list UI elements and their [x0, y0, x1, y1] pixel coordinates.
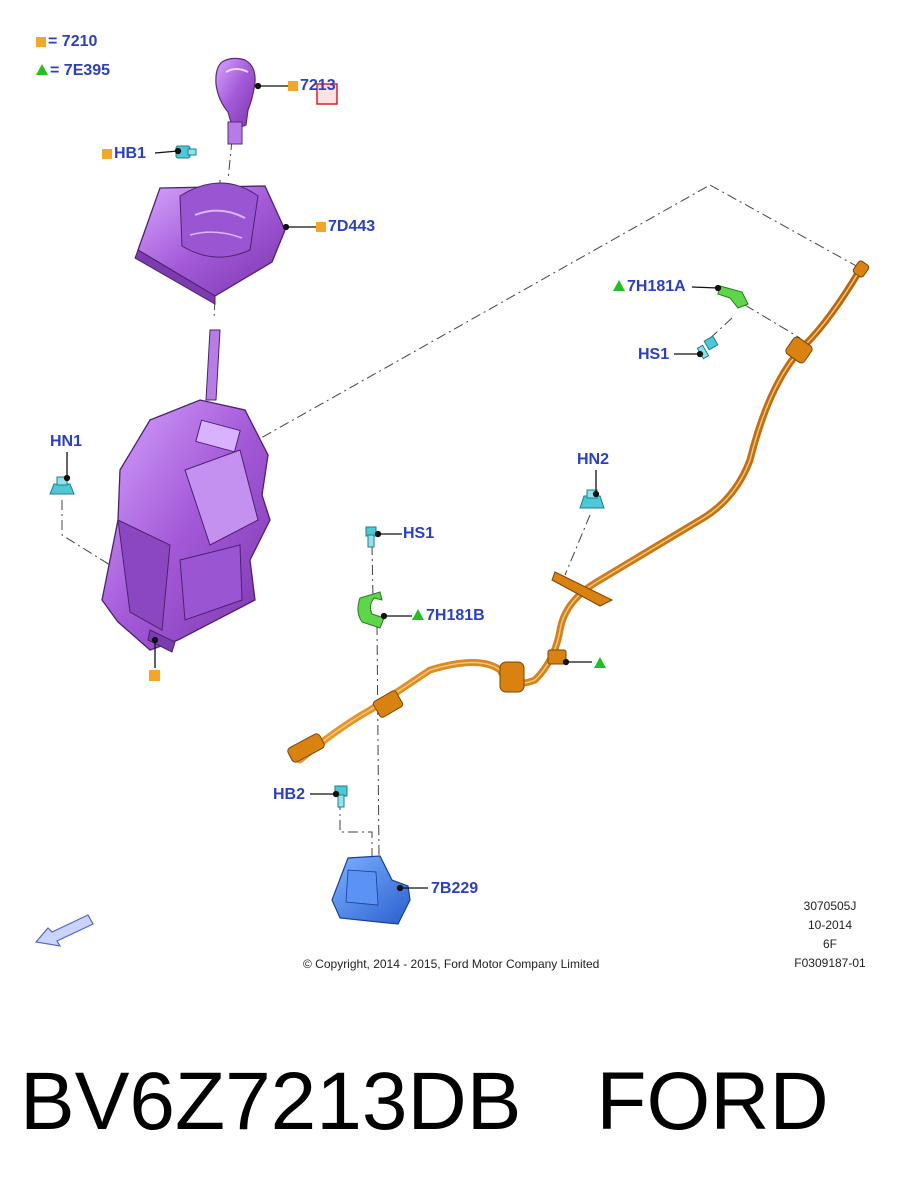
- legend-triangle-text: = 7E395: [50, 62, 111, 79]
- callout-7213[interactable]: 7213: [288, 77, 336, 95]
- diagram-meta: 3070505J 10-2014 6F F0309187-01: [790, 897, 870, 973]
- green-triangle-icon: [36, 64, 48, 75]
- callout-hs1-right[interactable]: HS1: [638, 346, 669, 364]
- legend-square-text: = 7210: [48, 33, 98, 50]
- callout-7h181a[interactable]: 7H181A: [613, 278, 686, 296]
- orange-square-icon: [149, 670, 160, 681]
- meta-line: 6F: [822, 937, 837, 951]
- callout-7d443[interactable]: 7D443: [316, 218, 375, 236]
- screw-hs1-right: [696, 335, 719, 360]
- meta-line: 10-2014: [807, 918, 853, 932]
- nut-hn1: [49, 476, 75, 495]
- callout-7213-label: 7213: [300, 77, 336, 94]
- highlight-box: [316, 83, 338, 105]
- clip-7h181b: [357, 591, 385, 629]
- meta-line: F0309187-01: [794, 956, 866, 970]
- cable-fittings: [287, 260, 870, 763]
- green-triangle-icon: [613, 280, 625, 291]
- legend-triangle-row: = 7E395: [36, 62, 110, 80]
- callout-hs1-center-label: HS1: [403, 525, 435, 542]
- callout-hn2[interactable]: HN2: [577, 451, 609, 469]
- green-triangle-icon: [594, 657, 606, 668]
- callout-hs1-right-label: HS1: [638, 346, 670, 363]
- callout-7b229[interactable]: 7B229: [431, 880, 478, 898]
- shift-boot: [134, 182, 286, 305]
- shift-knob: [215, 57, 256, 145]
- exploded-parts-diagram: [34, 57, 870, 947]
- direction-arrow-icon: [34, 914, 94, 947]
- callout-7b229-label: 7B229: [431, 880, 479, 897]
- screw-hs1-center: [365, 526, 377, 548]
- shift-cable: [296, 266, 864, 764]
- callout-hn2-label: HN2: [577, 451, 610, 468]
- orange-square-icon: [288, 81, 298, 91]
- nut-hn2: [579, 489, 605, 509]
- callout-hn1-label: HN1: [50, 433, 83, 450]
- orange-square-icon: [36, 37, 46, 47]
- callout-7h181b[interactable]: 7H181B: [412, 607, 485, 625]
- callout-hs1-center[interactable]: HS1: [403, 525, 434, 543]
- bolt-hb2: [334, 785, 348, 808]
- bracket-7b229: [331, 855, 411, 925]
- part-number: BV6Z7213DB: [20, 1056, 522, 1147]
- copyright-text: © Copyright, 2014 - 2015, Ford Motor Com…: [303, 957, 600, 971]
- orange-square-icon: [316, 222, 326, 232]
- callout-7d443-label: 7D443: [328, 218, 376, 235]
- green-triangle-icon: [412, 609, 424, 620]
- callout-hb1-label: HB1: [114, 145, 147, 162]
- legend-square-row: = 7210: [36, 33, 97, 51]
- clip-7h181a: [717, 285, 749, 309]
- callout-hn1[interactable]: HN1: [50, 433, 82, 451]
- callout-hb2[interactable]: HB2: [273, 786, 305, 804]
- leader-lines: [63, 82, 722, 892]
- meta-line: 3070505J: [803, 899, 857, 913]
- callout-hb1[interactable]: HB1: [102, 145, 146, 163]
- brand-name: FORD: [596, 1056, 829, 1147]
- orange-square-icon: [102, 149, 112, 159]
- part-caption: BV6Z7213DB FORD: [20, 1052, 900, 1162]
- shifter-assembly: [101, 329, 271, 653]
- callout-hb2-label: HB2: [273, 786, 306, 803]
- callout-7h181b-label: 7H181B: [426, 607, 485, 624]
- callout-7h181a-label: 7H181A: [627, 278, 686, 295]
